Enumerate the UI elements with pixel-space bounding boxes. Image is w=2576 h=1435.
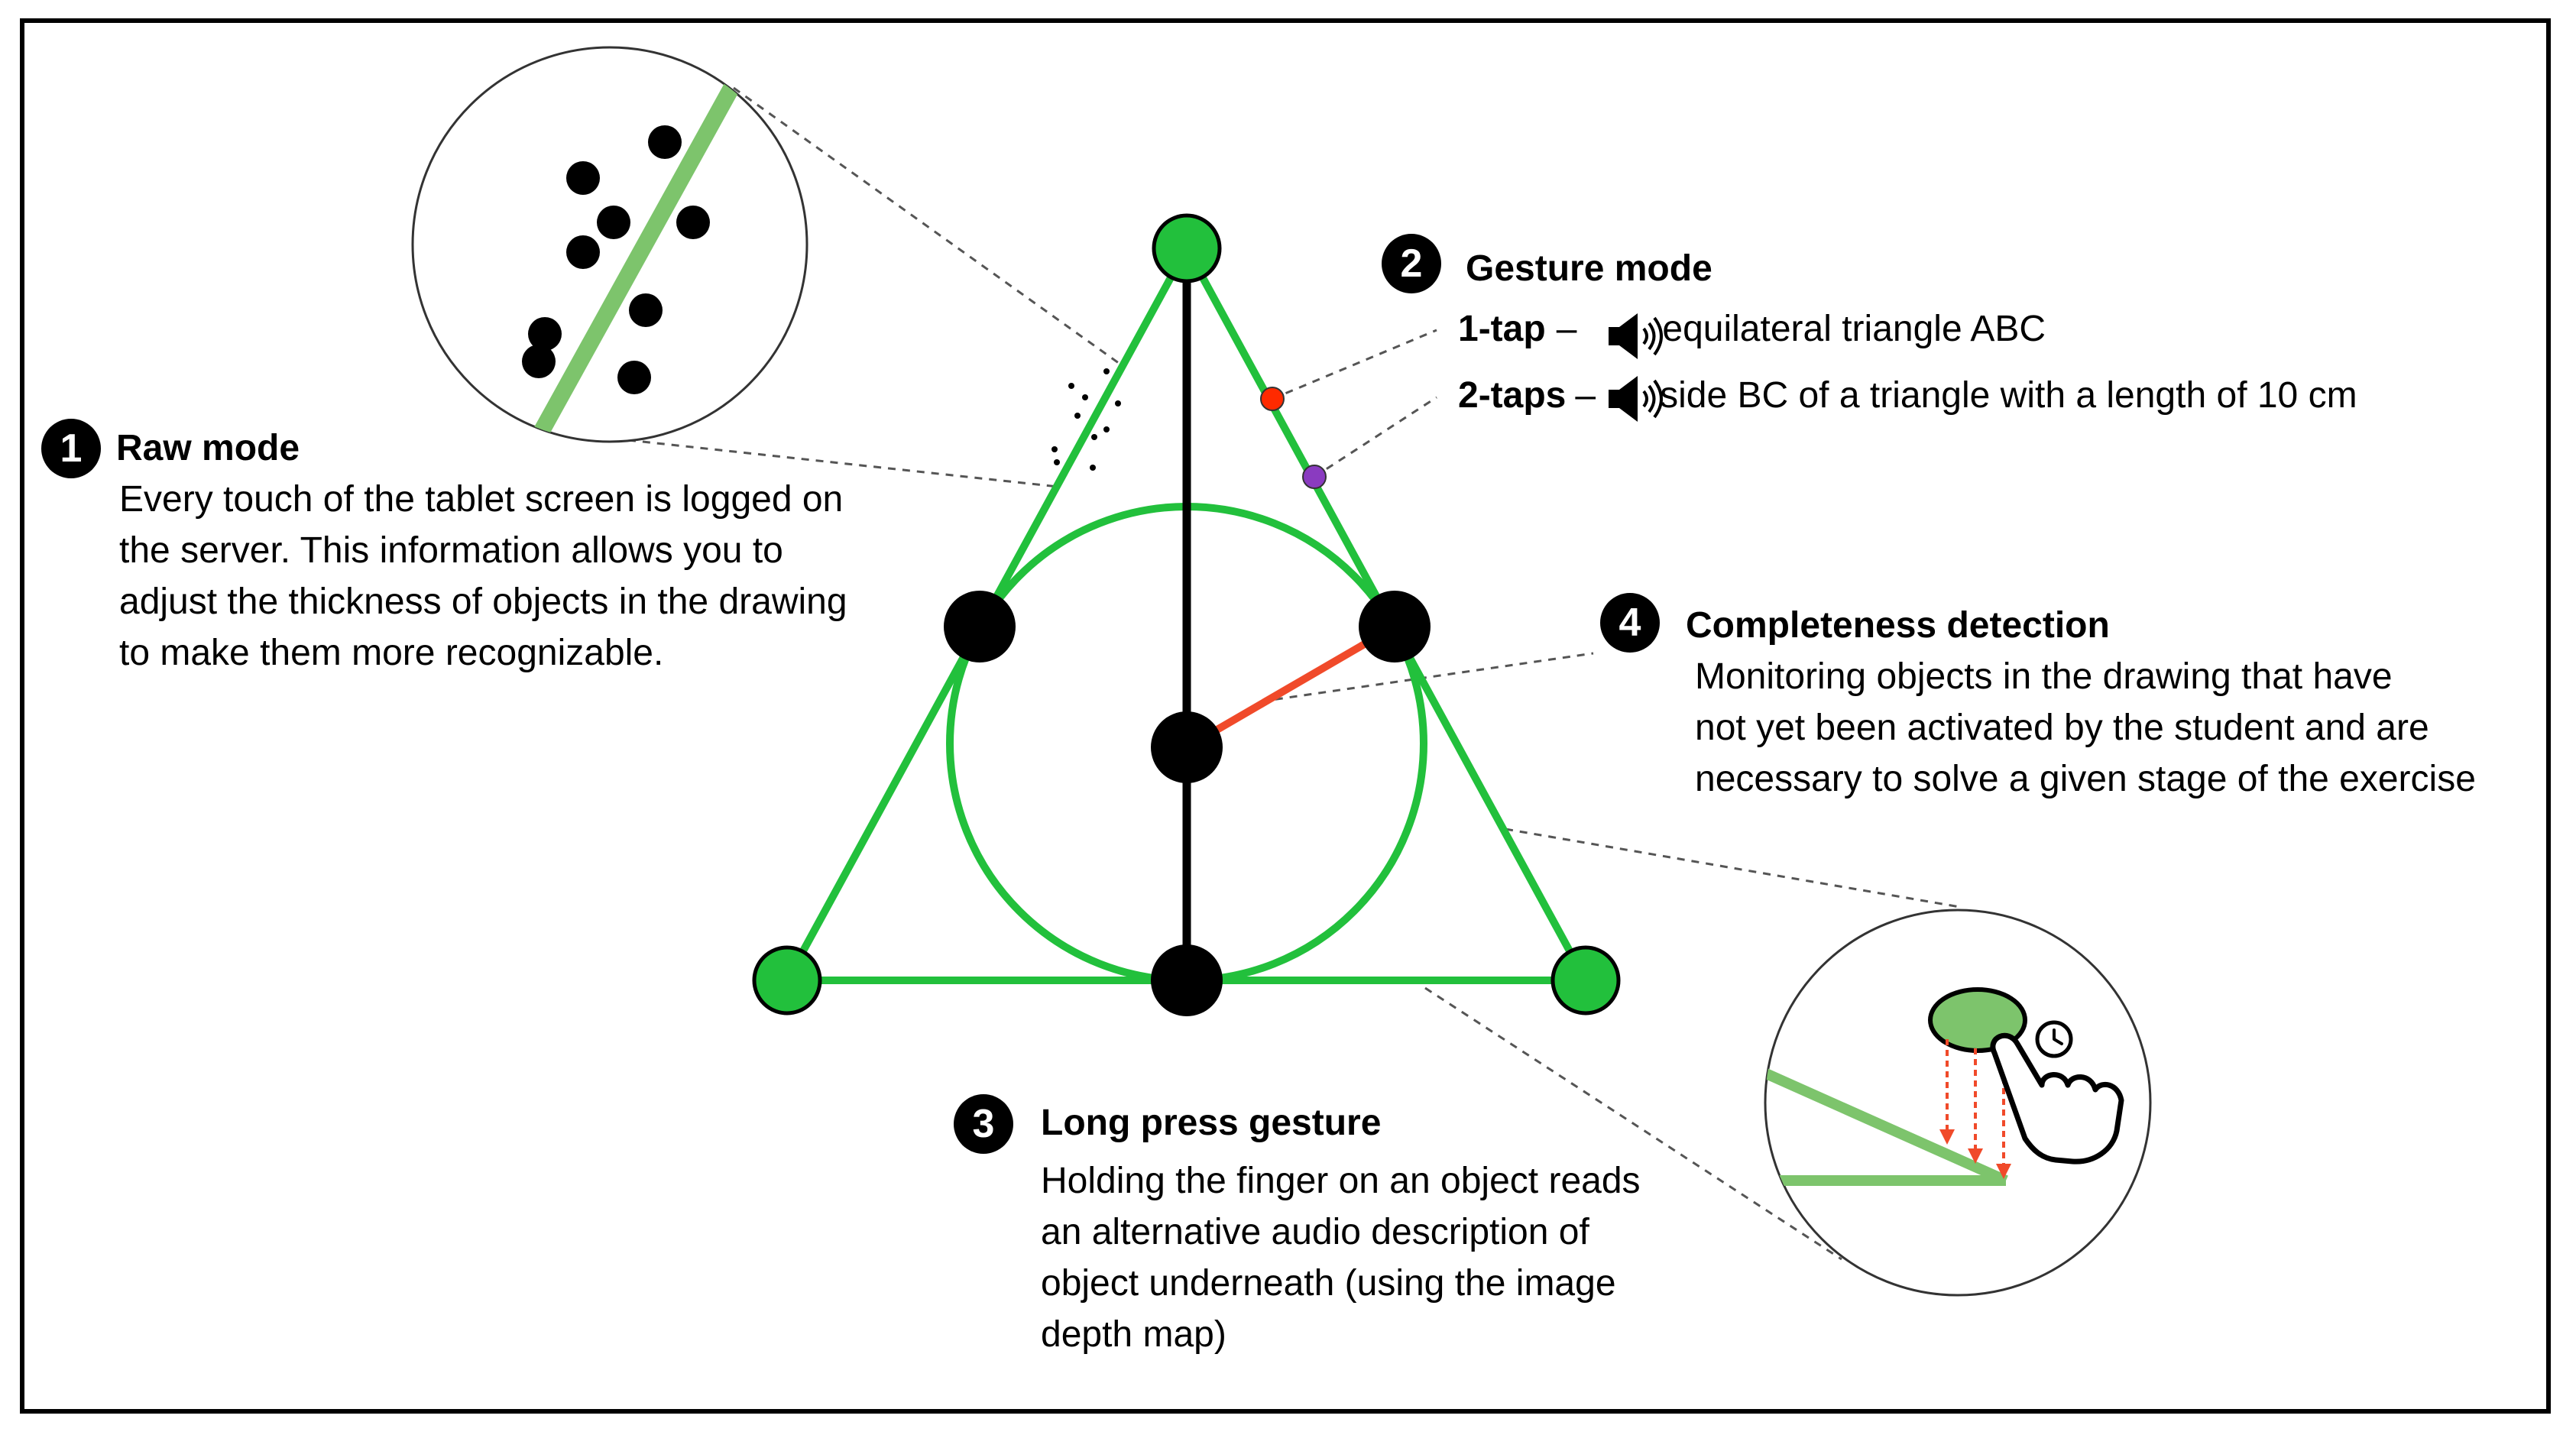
long-press-line: Holding the finger on an object reads [1041,1161,1641,1201]
lp-arrowheads [1939,1129,2011,1179]
completeness-line: Monitoring objects in the drawing that h… [1695,656,2393,697]
tangent-point-bottom [1151,944,1223,1016]
completeness-line: not yet been activated by the student an… [1695,708,2429,748]
tangent-point-right [1359,591,1431,662]
raw-mode-title: Raw mode [116,428,300,468]
raw-mode-line: Every touch of the tablet screen is logg… [119,479,844,520]
gesture-dash: – [1575,375,1596,416]
gesture-mode-title: Gesture mode [1466,248,1712,289]
completeness-connector [1260,652,1594,703]
tap-marker-1 [1260,387,1285,411]
raw-mode-line: to make them more recognizable. [119,633,664,673]
raw-mode-description: Every touch of the tablet screen is logg… [119,474,847,679]
diagram-border [20,18,2551,1414]
raw-zoom-green-line [527,79,741,442]
raw-mode-line: adjust the thickness of objects in the d… [119,581,847,622]
raw-mode-line: the server. This information allows you … [119,530,783,571]
long-press-zoom [1764,909,2152,1297]
zoom-connector-top [733,86,1123,367]
vertex-a [1152,213,1222,283]
raw-zoom-circle [411,46,808,443]
speaker-icon [1609,376,1663,422]
speaker-icon [1609,313,1663,359]
gesture-description: equilateral triangle ABC [1662,309,2046,349]
gesture-label: 2-taps [1458,375,1567,416]
longpress-zoom-connector-bottom [1424,986,1842,1261]
finger-press-icon [1990,1020,2124,1165]
lp-zoom-green-line-1 [1765,1064,2008,1186]
vertex-b [752,945,822,1016]
long-press-line: depth map) [1041,1314,1226,1355]
touch-points [1051,368,1121,471]
long-press-description: Holding the finger on an object reads an… [1041,1155,1641,1360]
triangle-figure [752,213,1621,1016]
tangent-point-left [944,591,1016,662]
long-press-title: Long press gesture [1041,1103,1382,1143]
long-press-line: an alternative audio description of [1041,1212,1589,1252]
gesture-row-2taps: 2-taps – side BC of a triangle with a le… [1458,374,2357,416]
gesture-description: side BC of a triangle with a length of 1… [1660,375,2357,416]
gesture-mode-badge: 2 [1382,234,1441,293]
lp-arrows [1946,1039,2005,1165]
gesture-label: 1-tap [1458,309,1546,349]
incenter-point [1151,711,1223,783]
gesture-dash: – [1556,309,1577,349]
raw-mode-zoom [411,46,808,443]
long-press-badge: 3 [954,1094,1013,1154]
radius-line [1184,623,1397,751]
raw-zoom-touch-dots [522,125,710,394]
gesture-connector-1tap [1272,329,1437,400]
long-press-line: object underneath (using the image [1041,1263,1616,1304]
gesture-connector-2taps [1314,396,1437,478]
raw-mode-badge: 1 [41,419,101,478]
completeness-title: Completeness detection [1686,605,2110,646]
vertex-c [1550,945,1621,1016]
connector-lines [627,86,1961,1261]
completeness-description: Monitoring objects in the drawing that h… [1695,651,2476,805]
longpress-zoom-connector-top [1505,828,1961,909]
completeness-line: necessary to solve a given stage of the … [1695,759,2476,799]
lp-zoom-circle [1764,909,2152,1297]
gesture-row-1tap: 1-tap – equilateral triangle ABC [1458,308,2046,350]
completeness-badge: 4 [1600,593,1660,653]
tap-marker-2 [1302,465,1327,489]
